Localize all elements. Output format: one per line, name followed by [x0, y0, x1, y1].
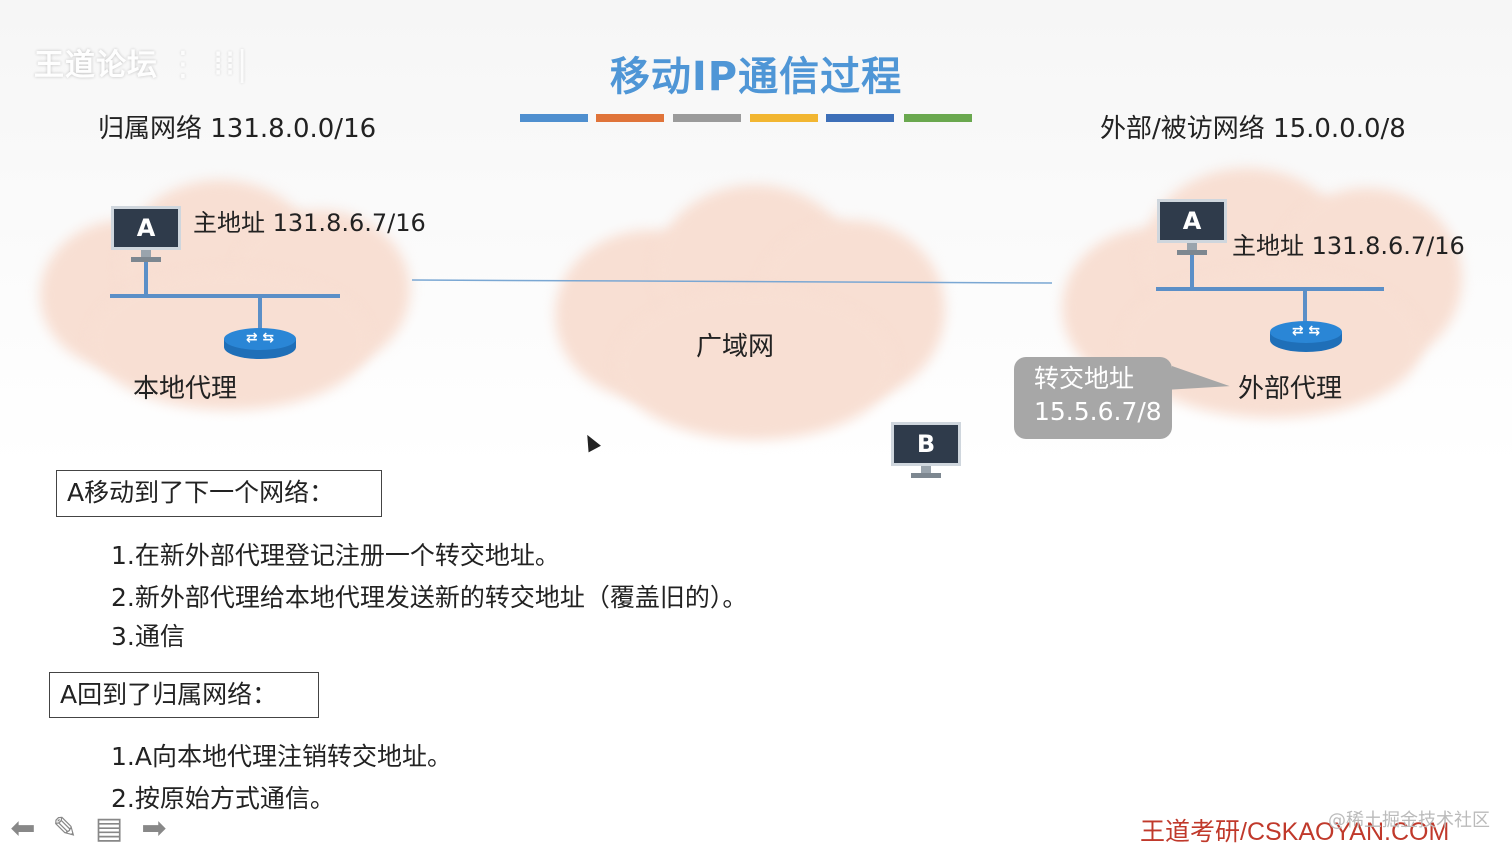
home-agent-label: 本地代理 [133, 374, 238, 404]
forum-logo-tail: ⋮ ⁞⁞| [166, 44, 249, 84]
wan-label: 广域网 [696, 332, 775, 362]
host-a-label: A [111, 206, 181, 250]
section2-heading: A回到了归属网络： [49, 672, 319, 718]
slide-title: 移动IP通信过程 [609, 54, 903, 100]
home-host-a-monitor-icon: A [111, 206, 181, 262]
footer-watermark: @稀土掘金技术社区 [1328, 810, 1490, 831]
host-b-label: B [891, 422, 961, 466]
foreign-host-a-monitor-icon: A [1157, 199, 1227, 255]
section1-heading: A移动到了下一个网络： [56, 470, 382, 517]
section1-step-2: 2.新外部代理给本地代理发送新的转交地址（覆盖旧的）。 [111, 583, 748, 612]
pen-tool-icon[interactable]: ✎ [52, 811, 78, 846]
foreign-agent-router-icon: ⇄ ⇆ [1270, 321, 1342, 355]
section1-step-3: 3.通信 [111, 622, 185, 651]
host-a-label: A [1157, 199, 1227, 243]
foreign-host-a-address: 主地址 131.8.6.7/16 [1232, 232, 1465, 260]
host-b-monitor-icon: B [891, 422, 961, 478]
forum-logo-watermark: 王道论坛⋮ ⁞⁞| [34, 40, 249, 84]
foreign-network-label: 外部/被访网络 15.0.0.0/8 [1100, 114, 1406, 144]
wan-cloud [545, 180, 955, 445]
title-color-bar-6 [904, 114, 972, 122]
foreign-network-cloud [1052, 158, 1472, 428]
prev-slide-arrow-icon[interactable]: ⬅ [10, 811, 36, 846]
foreign-agent-label: 外部代理 [1238, 374, 1343, 404]
home-network-label: 归属网络 131.8.0.0/16 [98, 114, 377, 144]
title-color-bar-3 [673, 114, 741, 122]
home-agent-router-icon: ⇄ ⇆ [224, 328, 296, 362]
care-of-address-callout: 转交地址 15.5.6.7/8 [1014, 357, 1172, 439]
title-color-bar-5 [826, 114, 894, 122]
next-slide-arrow-icon[interactable]: ➡ [141, 811, 167, 846]
section2-step-2: 2.按原始方式通信。 [111, 784, 335, 813]
title-color-bar-2 [596, 114, 664, 122]
home-host-a-address: 主地址 131.8.6.7/16 [193, 209, 426, 237]
slide-menu-icon[interactable]: ▤ [94, 811, 124, 846]
title-color-bar-1 [520, 114, 588, 122]
title-color-bar-4 [750, 114, 818, 122]
footer-brand: 王道考研/CSKAOYAN.COM [1140, 818, 1450, 846]
forum-logo-text: 王道论坛 [34, 48, 158, 83]
care-of-address: 15.5.6.7/8 [1034, 397, 1162, 426]
section1-step-1: 1.在新外部代理登记注册一个转交地址。 [111, 541, 560, 570]
care-of-title: 转交地址 [1034, 364, 1135, 393]
section2-step-1: 1.A向本地代理注销转交地址。 [111, 742, 452, 771]
